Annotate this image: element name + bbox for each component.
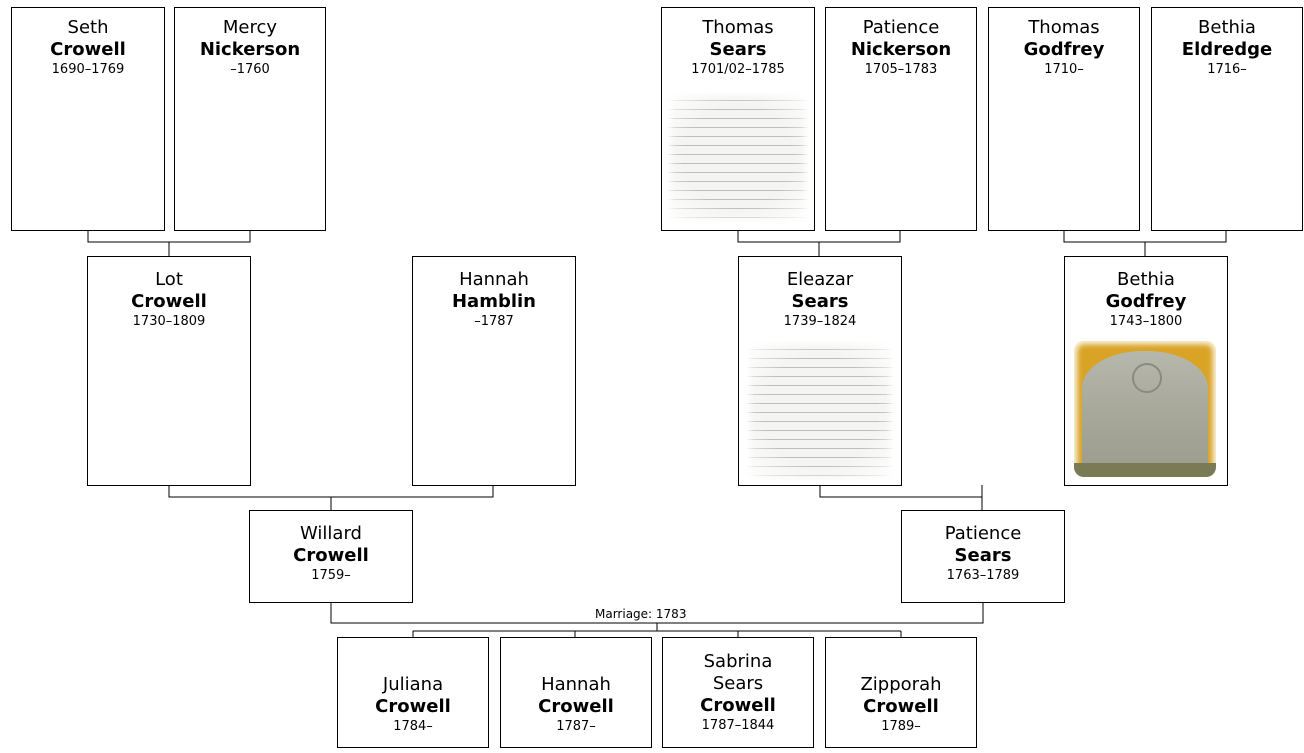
surname: Crowell xyxy=(50,39,126,60)
couple-connector-thomas-patience xyxy=(737,230,901,243)
gravestone-ground xyxy=(1074,463,1216,477)
couple-connector-lot-hannah xyxy=(168,485,494,498)
surname: Eldredge xyxy=(1181,39,1273,60)
life-dates: 1716– xyxy=(1207,62,1247,77)
life-dates: –1760 xyxy=(230,62,270,77)
person-box-thomas-godfrey[interactable]: Thomas Godfrey 1710– xyxy=(988,7,1140,231)
surname: Sears xyxy=(954,545,1012,566)
given-name: Patience xyxy=(862,17,940,38)
person-box-hannah-hamblin[interactable]: Hannah Hamblin –1787 xyxy=(412,256,576,486)
given-name: Bethia xyxy=(1198,17,1256,38)
surname: Crowell xyxy=(700,695,776,716)
life-dates: 1710– xyxy=(1044,62,1084,77)
life-dates: 1789– xyxy=(881,719,921,734)
given-name: Hannah xyxy=(541,674,611,695)
surname: Crowell xyxy=(375,696,451,717)
surname: Crowell xyxy=(538,696,614,717)
life-dates: 1787–1844 xyxy=(701,718,775,733)
marriage-label: Marriage: 1783 xyxy=(595,607,687,621)
given-name: Hannah xyxy=(459,269,529,290)
surname: Crowell xyxy=(863,696,939,717)
person-box-zipporah-crowell[interactable]: Zipporah Crowell 1789– xyxy=(825,637,977,748)
given-name: Mercy xyxy=(222,17,278,38)
life-dates: 1701/02–1785 xyxy=(691,62,785,77)
life-dates: 1705–1783 xyxy=(864,62,938,77)
person-box-lot-crowell[interactable]: Lot Crowell 1730–1809 xyxy=(87,256,251,486)
couple-connector-seth-mercy xyxy=(87,230,251,243)
surname: Sears xyxy=(709,39,767,60)
given-name: Thomas xyxy=(1028,17,1100,38)
life-dates: 1759– xyxy=(311,568,351,583)
couple-connector-eleazar-bethia xyxy=(819,485,983,498)
surname: Sears xyxy=(791,291,849,312)
person-box-patience-nickerson[interactable]: Patience Nickerson 1705–1783 xyxy=(825,7,977,231)
surname: Hamblin xyxy=(451,291,536,312)
life-dates: 1763–1789 xyxy=(946,568,1020,583)
person-box-eleazar-sears[interactable]: Eleazar Sears 1739–1824 xyxy=(738,256,902,486)
person-box-thomas-sears[interactable]: Thomas Sears 1701/02–1785 xyxy=(661,7,815,231)
person-box-bethia-eldredge[interactable]: Bethia Eldredge 1716– xyxy=(1151,7,1303,231)
life-dates: 1784– xyxy=(393,719,433,734)
life-dates: 1787– xyxy=(556,719,596,734)
life-dates: 1739–1824 xyxy=(783,314,857,329)
given-name: Zipporah xyxy=(860,674,942,695)
surname: Crowell xyxy=(293,545,369,566)
gravestone-photo[interactable] xyxy=(1074,341,1216,477)
life-dates: 1730–1809 xyxy=(132,314,206,329)
given-name: Lot xyxy=(155,269,183,290)
person-box-mercy-nickerson[interactable]: Mercy Nickerson –1760 xyxy=(174,7,326,231)
given-name: Sabrina Sears xyxy=(703,651,773,694)
person-box-juliana-crowell[interactable]: Juliana Crowell 1784– xyxy=(337,637,489,748)
couple-connector-godfrey-eldredge xyxy=(1063,230,1227,243)
given-name: Juliana xyxy=(382,674,444,695)
person-box-sabrina-crowell[interactable]: Sabrina Sears Crowell 1787–1844 xyxy=(662,637,814,748)
person-box-seth-crowell[interactable]: Seth Crowell 1690–1769 xyxy=(11,7,165,231)
gravestone-rosette xyxy=(1132,363,1162,393)
given-name: Bethia xyxy=(1117,269,1175,290)
surname: Nickerson xyxy=(199,39,301,60)
surname: Nickerson xyxy=(850,39,952,60)
life-dates: –1787 xyxy=(474,314,514,329)
given-name: Eleazar xyxy=(786,269,854,290)
given-name: Willard xyxy=(300,523,362,544)
life-dates: 1690–1769 xyxy=(51,62,125,77)
document-photo[interactable] xyxy=(668,92,808,222)
person-box-hannah-crowell[interactable]: Hannah Crowell 1787– xyxy=(500,637,652,748)
given-name: Seth xyxy=(67,17,109,38)
person-box-willard-crowell[interactable]: Willard Crowell 1759– xyxy=(249,510,413,603)
surname: Godfrey xyxy=(1023,39,1105,60)
surname: Crowell xyxy=(131,291,207,312)
given-name: Thomas xyxy=(702,17,774,38)
surname: Godfrey xyxy=(1105,291,1187,312)
life-dates: 1743–1800 xyxy=(1109,314,1183,329)
document-photo[interactable] xyxy=(747,341,893,481)
person-box-patience-sears[interactable]: Patience Sears 1763–1789 xyxy=(901,510,1065,603)
given-name: Patience xyxy=(944,523,1022,544)
person-box-bethia-godfrey[interactable]: Bethia Godfrey 1743–1800 xyxy=(1064,256,1228,486)
